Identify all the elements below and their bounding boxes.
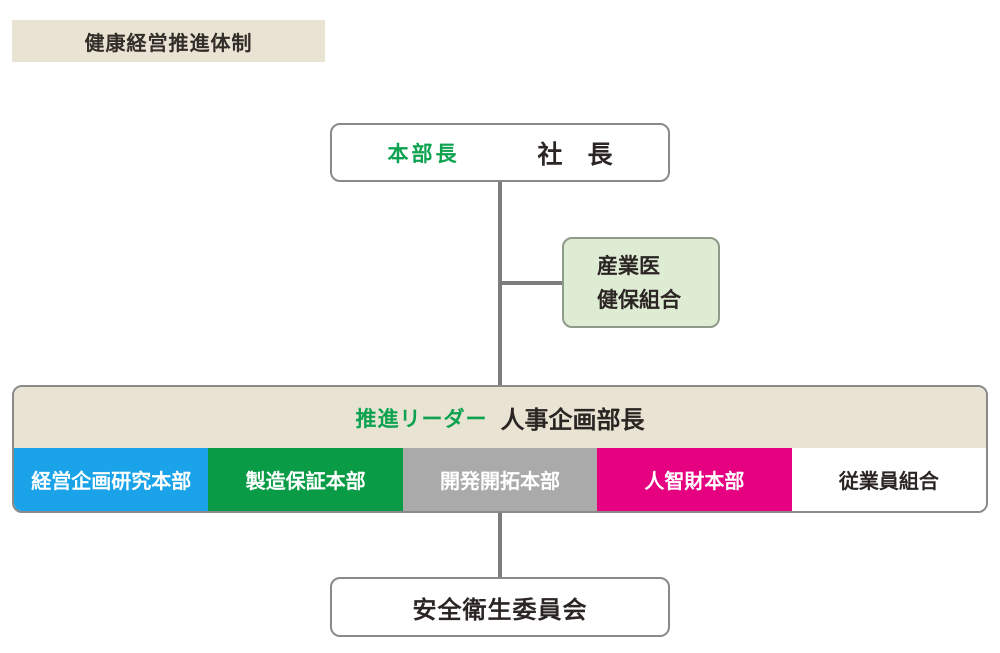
occupational-health-line-1: 産業医 xyxy=(597,253,660,278)
leader-title: 人事企画部長 xyxy=(500,406,645,434)
dept-segment-development: 開発開拓本部 xyxy=(402,448,598,511)
dept-segment-hr-ip: 人智財本部 xyxy=(597,448,792,511)
chart-title: 健康経営推進体制 xyxy=(12,20,325,62)
president-title: 社 長 xyxy=(537,139,613,169)
leader-role-label: 推進リーダー xyxy=(355,406,488,431)
safety-committee-label: 安全衛生委員会 xyxy=(412,595,588,624)
department-row: 経営企画研究本部 製造保証本部 開発開拓本部 人智財本部 従業員組合 xyxy=(14,448,986,511)
president-box: 本部長 社 長 xyxy=(330,123,670,182)
occupational-health-box: 産業医 健保組合 xyxy=(562,237,720,328)
leader-row: 推進リーダー 人事企画部長 xyxy=(14,387,986,448)
promotion-leader-container: 推進リーダー 人事企画部長 経営企画研究本部 製造保証本部 開発開拓本部 人智財… xyxy=(12,385,988,513)
dept-segment-manufacturing-qa: 製造保証本部 xyxy=(208,448,403,511)
dept-segment-planning-research: 経営企画研究本部 xyxy=(14,448,209,511)
occupational-health-line-2: 健保組合 xyxy=(597,287,681,312)
president-role-label: 本部長 xyxy=(387,141,460,166)
safety-committee-box: 安全衛生委員会 xyxy=(330,577,670,637)
connector-leader-to-committee xyxy=(498,513,502,577)
connector-branch-to-side-box xyxy=(500,281,562,285)
dept-segment-employee-union: 従業員組合 xyxy=(791,448,986,511)
